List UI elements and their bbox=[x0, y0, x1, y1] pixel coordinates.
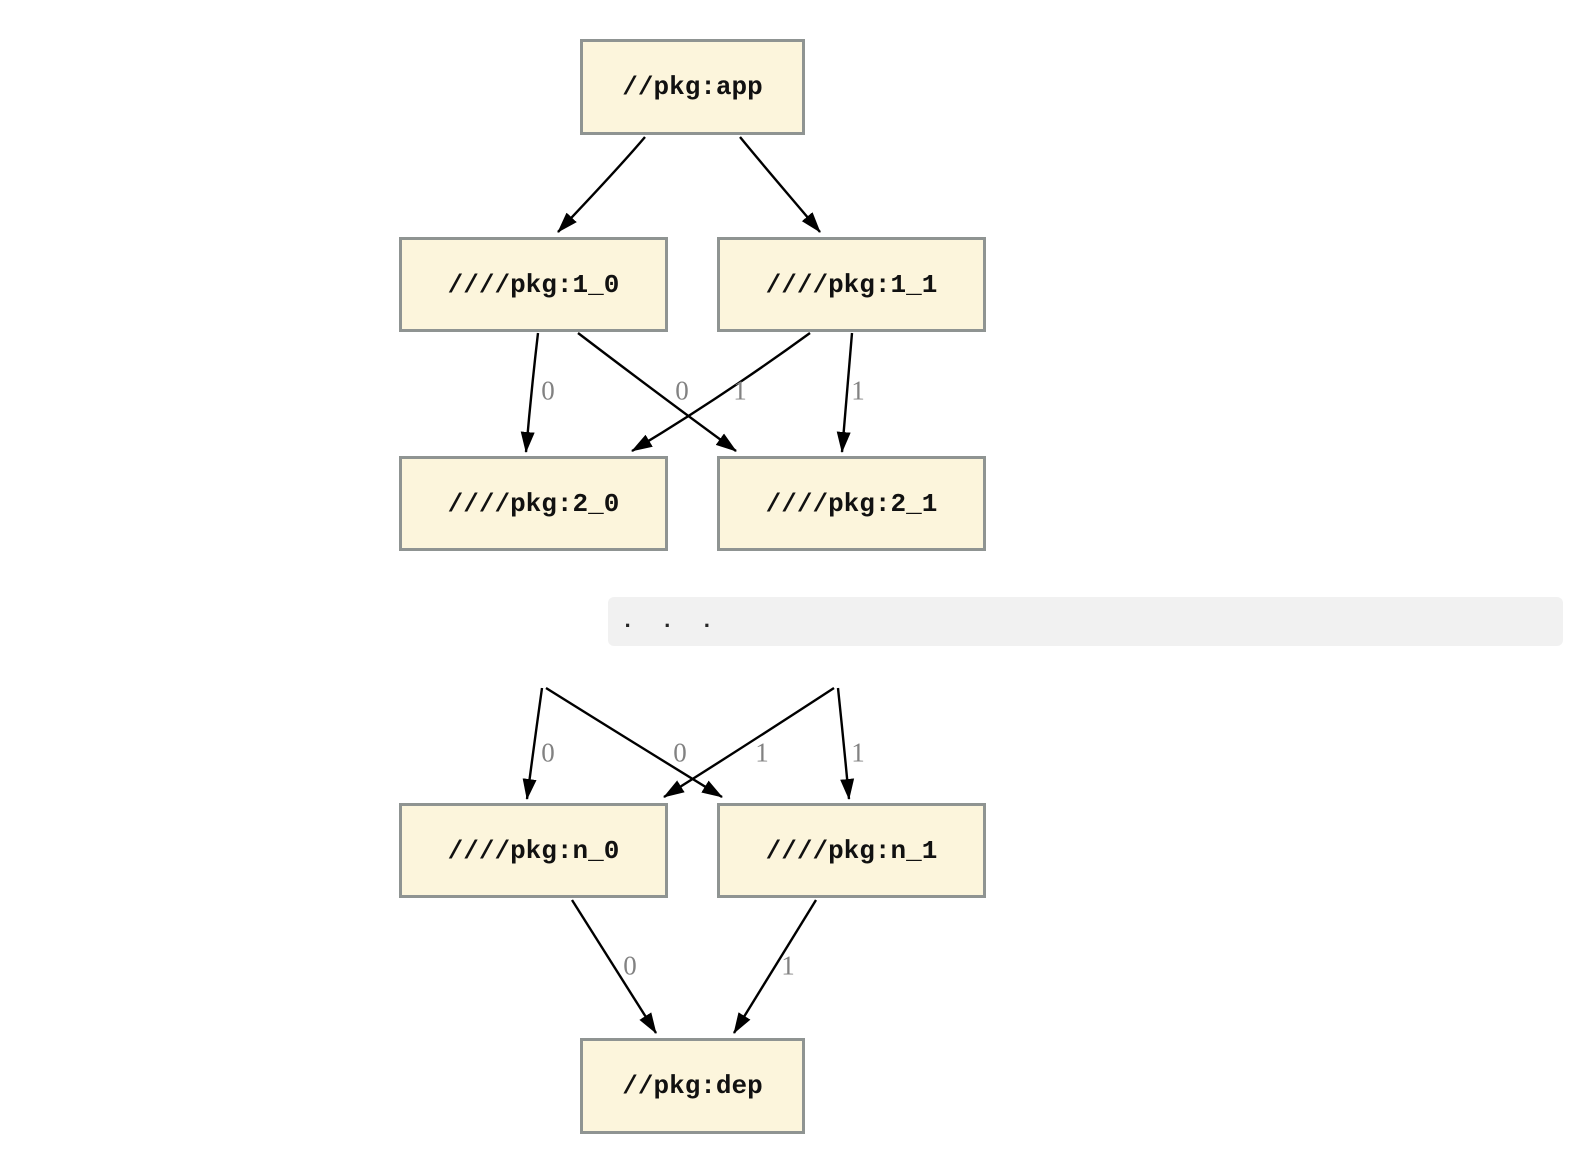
node-pkg-2_1: ////pkg:2_1 bbox=[717, 456, 986, 551]
edge-label-n_0-to-dep: 0 bbox=[623, 950, 637, 981]
edge-n_1-to-dep bbox=[732, 899, 818, 1034]
edge-label-prev-to-n_0: 0 bbox=[541, 737, 555, 768]
edge-1_1-to-2_0 bbox=[631, 332, 811, 453]
node-pkg-1_0: ////pkg:1_0 bbox=[399, 237, 668, 332]
edge-1_0-to-2_1 bbox=[577, 332, 737, 452]
edge-cross-to-n_0 bbox=[663, 686, 835, 799]
node-pkg-app: //pkg:app bbox=[580, 39, 805, 135]
edge-label-cross-to-n_0: 0 bbox=[673, 737, 687, 768]
edge-n_0-to-dep bbox=[570, 899, 658, 1034]
edge-label-1_1-to-2_1: 1 bbox=[851, 375, 865, 406]
edge-app-to-1_0 bbox=[557, 136, 646, 233]
node-pkg-dep: //pkg:dep bbox=[580, 1038, 805, 1134]
edge-cross-to-n_1 bbox=[545, 686, 723, 799]
edge-1_1-to-2_1 bbox=[836, 332, 854, 453]
edge-label-1_1-to-2_0: 0 bbox=[675, 375, 689, 406]
edge-1_0-to-2_0 bbox=[520, 332, 540, 453]
edge-label-1_0-to-2_0: 0 bbox=[541, 375, 555, 406]
edge-app-to-1_1 bbox=[739, 136, 821, 233]
edge-label-1_0-to-2_1: 1 bbox=[733, 375, 747, 406]
node-pkg-2_0: ////pkg:2_0 bbox=[399, 456, 668, 551]
ellipsis-band: . . . bbox=[608, 597, 1563, 646]
edge-prev-to-n_0-vertical bbox=[522, 687, 544, 800]
node-pkg-n_1: ////pkg:n_1 bbox=[717, 803, 986, 898]
edge-label-cross-to-n_1: 1 bbox=[755, 737, 769, 768]
edge-label-prev-to-n_1: 1 bbox=[851, 737, 865, 768]
node-pkg-n_0: ////pkg:n_0 bbox=[399, 803, 668, 898]
node-pkg-1_1: ////pkg:1_1 bbox=[717, 237, 986, 332]
edge-label-n_1-to-dep: 1 bbox=[781, 950, 795, 981]
edge-prev-to-n_1-vertical bbox=[836, 687, 855, 800]
